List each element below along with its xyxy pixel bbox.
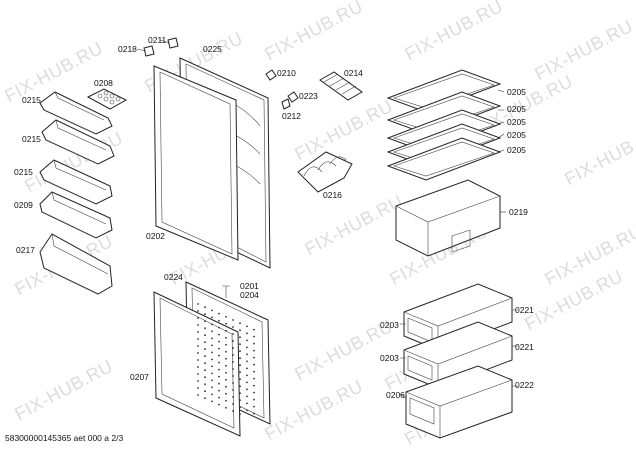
door-shelf-0209	[39, 191, 113, 239]
door-shelf-0215-mid	[41, 119, 115, 165]
label-0216: 0216	[323, 190, 342, 200]
door-shelf-0215-low	[39, 159, 113, 205]
label-0205-3: 0205	[507, 117, 526, 127]
label-0215-top: 0215	[22, 95, 41, 105]
part-0210	[265, 69, 277, 81]
label-0205-1: 0205	[507, 87, 526, 97]
label-0201: 0201	[240, 281, 259, 291]
label-0221-mid: 0221	[515, 342, 534, 352]
label-0223: 0223	[299, 91, 318, 101]
label-0212: 0212	[282, 111, 301, 121]
freezer-drawer-0206	[405, 365, 513, 439]
label-0211: 0211	[148, 35, 167, 45]
label-0218: 0218	[118, 44, 137, 54]
label-0215-low: 0215	[14, 167, 33, 177]
label-0221-top: 0221	[515, 305, 534, 315]
screw-0201	[222, 285, 230, 298]
label-0205-2: 0205	[507, 104, 526, 114]
bottle-shelf-0217	[39, 233, 113, 295]
label-0219: 0219	[509, 207, 528, 217]
freezer-panel-dots	[197, 303, 255, 416]
label-0217: 0217	[16, 245, 35, 255]
bottle-rack-0216	[297, 151, 353, 193]
freezer-drawer-0203-mid	[403, 321, 513, 389]
document-footer: 58300000145365 aet 000 a 2/3	[5, 433, 124, 443]
glass-shelf-0205-1	[386, 69, 502, 113]
egg-tray-0208	[86, 88, 128, 110]
hinge-part-0218	[143, 45, 155, 57]
label-0215-mid: 0215	[22, 134, 41, 144]
ice-tray-0214	[319, 71, 363, 101]
part-0212	[281, 98, 291, 110]
glass-shelf-0205-5	[386, 137, 502, 181]
label-0208: 0208	[94, 78, 113, 88]
label-0222: 0222	[515, 380, 534, 390]
label-0205-4: 0205	[507, 130, 526, 140]
door-gasket-0202	[153, 65, 239, 261]
label-0204: 0204	[240, 290, 259, 300]
door-shelf-0215-top	[39, 91, 113, 135]
label-0203-top: 0203	[380, 320, 399, 330]
label-0205-5: 0205	[507, 145, 526, 155]
label-0206: 0206	[386, 390, 405, 400]
part-0223	[287, 91, 299, 103]
label-0210: 0210	[277, 68, 296, 78]
label-0214: 0214	[344, 68, 363, 78]
label-0203-mid: 0203	[380, 353, 399, 363]
crisper-box-0219	[395, 179, 501, 257]
label-0225: 0225	[203, 44, 222, 54]
label-0207: 0207	[130, 372, 149, 382]
label-0209: 0209	[14, 200, 33, 210]
label-0224: 0224	[164, 272, 183, 282]
hinge-part-0211	[167, 37, 179, 49]
label-0202: 0202	[146, 231, 165, 241]
